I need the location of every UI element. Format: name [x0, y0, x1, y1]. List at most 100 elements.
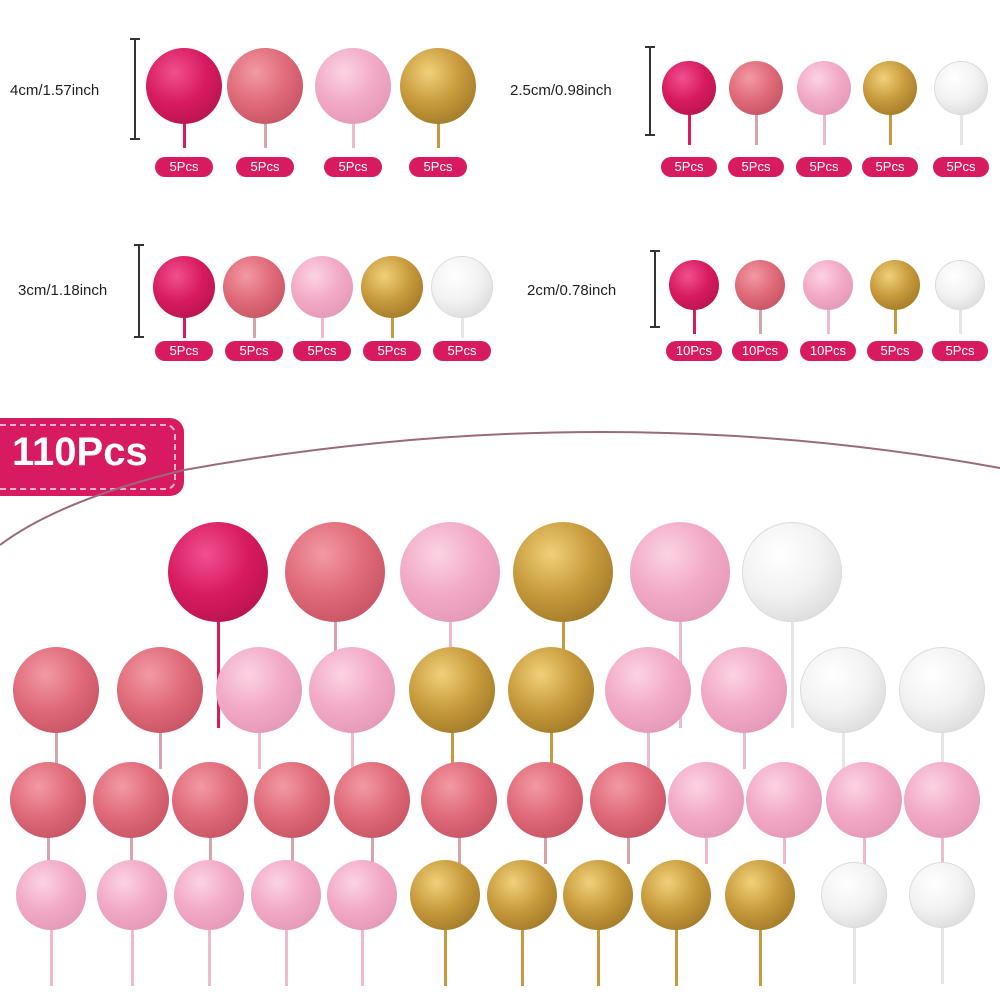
- stick: [758, 926, 762, 986]
- white-ball: [899, 647, 985, 733]
- coral-ball: [285, 522, 385, 622]
- stick: [350, 729, 354, 769]
- stick: [216, 618, 220, 728]
- pink-ball: [174, 860, 244, 930]
- pink-ball: [746, 762, 822, 838]
- stick: [959, 111, 963, 145]
- pink-ball: [605, 647, 691, 733]
- pink-ball: [315, 48, 391, 124]
- stick: [182, 314, 186, 338]
- gold-ball: [361, 256, 423, 318]
- stick: [826, 306, 830, 334]
- coral-ball: [334, 762, 410, 838]
- size-bracket: [130, 38, 140, 140]
- stick: [687, 111, 691, 145]
- quantity-badge: 5Pcs: [796, 157, 852, 177]
- coral-ball: [172, 762, 248, 838]
- stick: [54, 729, 58, 769]
- pink-ball: [327, 860, 397, 930]
- white-ball: [934, 61, 988, 115]
- white-ball: [800, 647, 886, 733]
- pink-ball: [291, 256, 353, 318]
- pink-ball: [668, 762, 744, 838]
- stick: [692, 306, 696, 334]
- coral-ball: [117, 647, 203, 733]
- white-ball: [821, 862, 887, 928]
- quantity-badge: 5Pcs: [867, 341, 923, 361]
- coral-ball: [590, 762, 666, 838]
- white-ball: [909, 862, 975, 928]
- magenta-ball: [662, 61, 716, 115]
- stick: [129, 834, 133, 864]
- stick: [370, 834, 374, 864]
- stick: [841, 729, 845, 769]
- quantity-badge: 5Pcs: [862, 157, 918, 177]
- stick: [596, 926, 600, 986]
- pink-ball: [251, 860, 321, 930]
- pink-ball: [904, 762, 980, 838]
- stick: [704, 834, 708, 864]
- stick: [130, 926, 134, 986]
- stick: [822, 111, 826, 145]
- stick: [888, 111, 892, 145]
- gold-ball: [863, 61, 917, 115]
- stick: [182, 120, 186, 148]
- stick: [852, 924, 856, 984]
- coral-ball: [421, 762, 497, 838]
- stick: [46, 834, 50, 864]
- quantity-badge: 5Pcs: [155, 341, 213, 361]
- stick: [263, 120, 267, 148]
- gold-ball: [513, 522, 613, 622]
- quantity-badge: 5Pcs: [363, 341, 421, 361]
- stick: [351, 120, 355, 148]
- quantity-badge: 5Pcs: [155, 157, 213, 177]
- gold-ball: [641, 860, 711, 930]
- white-ball: [742, 522, 842, 622]
- quantity-badge: 5Pcs: [236, 157, 294, 177]
- pink-ball: [630, 522, 730, 622]
- quantity-badge: 5Pcs: [409, 157, 467, 177]
- coral-ball: [227, 48, 303, 124]
- stick: [360, 926, 364, 986]
- coral-ball: [735, 260, 785, 310]
- coral-ball: [93, 762, 169, 838]
- gold-ball: [409, 647, 495, 733]
- white-ball: [431, 256, 493, 318]
- pink-ball: [16, 860, 86, 930]
- quantity-banner: 110Pcs: [0, 418, 184, 496]
- stick: [207, 926, 211, 986]
- stick: [457, 834, 461, 864]
- quantity-badge: 10Pcs: [800, 341, 856, 361]
- decorative-arc: [0, 431, 1000, 546]
- size-bracket: [645, 46, 655, 136]
- magenta-ball: [168, 522, 268, 622]
- stick: [940, 924, 944, 984]
- coral-ball: [507, 762, 583, 838]
- stick: [320, 314, 324, 338]
- stick: [390, 314, 394, 338]
- banner-text: 110Pcs: [12, 430, 148, 474]
- stick: [460, 314, 464, 338]
- quantity-badge: 5Pcs: [932, 341, 988, 361]
- stick: [674, 926, 678, 986]
- size-label: 4cm/1.57inch: [10, 82, 100, 99]
- quantity-badge: 10Pcs: [732, 341, 788, 361]
- gold-ball: [487, 860, 557, 930]
- gold-ball: [400, 48, 476, 124]
- size-bracket: [134, 244, 144, 338]
- quantity-badge: 10Pcs: [666, 341, 722, 361]
- stick: [940, 834, 944, 864]
- pink-ball: [309, 647, 395, 733]
- quantity-badge: 5Pcs: [225, 341, 283, 361]
- quantity-badge: 5Pcs: [933, 157, 989, 177]
- stick: [158, 729, 162, 769]
- white-ball: [935, 260, 985, 310]
- quantity-badge: 5Pcs: [661, 157, 717, 177]
- stick: [958, 306, 962, 334]
- magenta-ball: [669, 260, 719, 310]
- stick: [450, 729, 454, 769]
- stick: [543, 834, 547, 864]
- pink-ball: [701, 647, 787, 733]
- quantity-badge: 5Pcs: [293, 341, 351, 361]
